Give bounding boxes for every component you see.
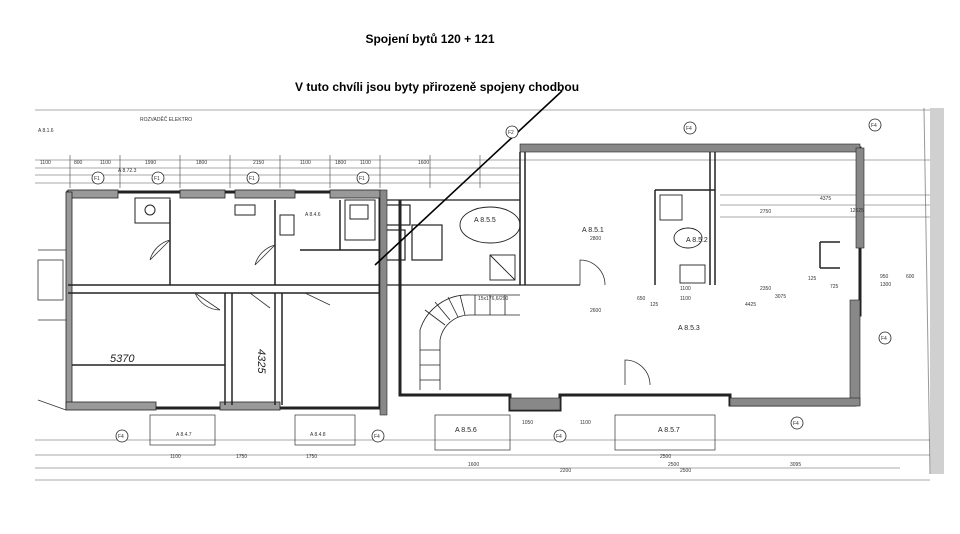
svg-text:1100: 1100 [680,296,691,302]
grid-marker: F1 [249,176,255,182]
left-wall-hatching [65,189,381,411]
left-apartment-walls [66,190,382,410]
svg-text:725: 725 [830,284,839,290]
grid-marker: F1 [359,176,365,182]
svg-text:1050: 1050 [522,420,533,426]
grid-marker: F1 [154,176,160,182]
grid-marker: F4 [871,123,877,129]
top-ticks [69,155,481,188]
svg-text:ROZVADĚČ ELEKTRO: ROZVADĚČ ELEKTRO [140,115,192,123]
svg-text:12625: 12625 [850,208,864,214]
room-labels: A 8.5.5 A 8.5.1 A 8.5.2 A 8.5.3 A 8.5.6 … [38,128,708,438]
svg-text:1100: 1100 [360,160,371,166]
room-label: A 8.4.7 [176,432,192,438]
svg-text:1100: 1100 [100,160,111,166]
svg-text:600: 600 [906,274,915,280]
spiral-staircase [419,294,520,390]
svg-text:125: 125 [650,302,659,308]
grid-marker-circles [91,118,892,443]
room-label: A 8.5.5 [474,217,496,224]
handwritten-dimension: 4325 [255,349,267,374]
svg-text:2150: 2150 [253,160,264,166]
svg-text:4375: 4375 [820,196,831,202]
grid-marker-labels: F1 F1 F1 F1 F2 F4 F4 F4 F4 F4 F4 F4 [94,123,887,440]
room-label: A 8.72.3 [118,168,137,174]
svg-text:800: 800 [74,160,83,166]
svg-text:1600: 1600 [468,462,479,468]
room-label: A 8.5.7 [658,427,680,434]
svg-text:1300: 1300 [880,282,891,288]
room-label: A 8.4.6 [305,212,321,218]
left-side-details [37,249,67,411]
svg-text:1600: 1600 [418,160,429,166]
annotation-note: V tuto chvíli jsou byty přirozeně spojen… [295,80,580,94]
doors-right [579,259,651,386]
room-label: A 8.4.8 [310,432,326,438]
grid-marker: F4 [118,434,124,440]
corridor [380,199,580,286]
right-interior-walls [519,152,840,285]
svg-text:1990: 1990 [145,160,156,166]
svg-text:1800: 1800 [196,160,207,166]
svg-text:125: 125 [808,276,817,282]
svg-text:950: 950 [880,274,889,280]
svg-text:2750: 2750 [760,209,771,215]
left-interior-walls [68,200,380,405]
grid-marker: F4 [556,434,562,440]
grid-marker: F1 [94,176,100,182]
room-label: A 8.5.1 [582,227,604,234]
svg-text:650: 650 [637,296,646,302]
bottom-dimension-lines [35,439,930,481]
svg-text:2500: 2500 [660,454,671,460]
doors [149,239,331,311]
grid-marker: F2 [508,130,514,136]
grid-marker: F4 [793,421,799,427]
annotation-arrow [374,90,563,266]
svg-text:2600: 2600 [590,308,601,314]
page-title: Spojení bytů 120 + 121 [365,32,495,46]
svg-text:1750: 1750 [306,454,317,460]
svg-text:3095: 3095 [790,462,801,468]
svg-text:1100: 1100 [300,160,311,166]
room-label: A 8.5.2 [686,237,708,244]
grid-marker: F4 [686,126,692,132]
bathroom-left [134,197,376,241]
svg-text:2350: 2350 [760,286,771,292]
svg-text:1750: 1750 [236,454,247,460]
svg-text:3075: 3075 [775,294,786,300]
grid-marker: F4 [374,434,380,440]
svg-text:2200: 2200 [560,468,571,474]
svg-text:2800: 2800 [590,236,601,242]
room-label: A 8.1.6 [38,128,54,134]
svg-text:1100: 1100 [40,160,51,166]
svg-text:1100: 1100 [170,454,181,460]
room-label: A 8.5.6 [455,427,477,434]
right-wall-hatching [379,143,865,416]
room-label: A 8.5.3 [678,325,700,332]
balconies [149,414,716,451]
top-dimension-lines [35,109,930,218]
handwritten-dimension: 5370 [110,353,135,365]
svg-text:4425: 4425 [745,302,756,308]
svg-text:1100: 1100 [580,420,591,426]
bathroom-right [459,194,706,284]
right-apartment-walls [398,146,862,412]
grid-marker: F4 [881,336,887,342]
svg-text:15x176,6/290: 15x176,6/290 [478,296,509,302]
svg-text:1800: 1800 [335,160,346,166]
dimension-texts: 1100 800 1100 1990 1800 2150 1100 1800 1… [40,115,915,474]
svg-text:2500: 2500 [668,462,679,468]
svg-text:1100: 1100 [680,286,691,292]
sheet-edge [930,108,944,474]
svg-text:2500: 2500 [680,468,691,474]
